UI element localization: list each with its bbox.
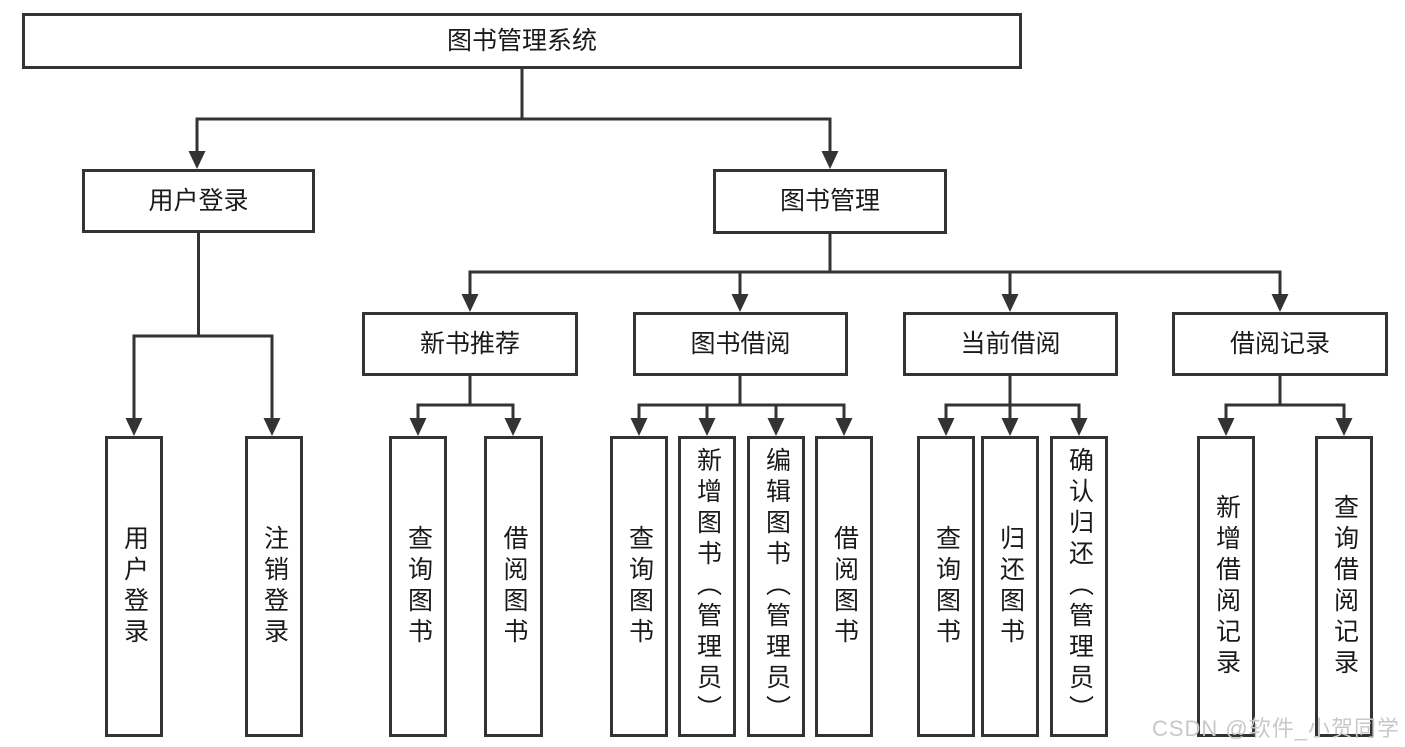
leaf-query-books-current: 查询图书 xyxy=(917,436,975,737)
arrowhead-down-icon xyxy=(767,418,785,436)
arrowhead-down-icon xyxy=(125,418,143,436)
node-book-borrow: 图书借阅 xyxy=(633,312,848,376)
leaf-logout: 注销登录 xyxy=(245,436,303,737)
leaf-query-borrow-record: 查询借阅记录 xyxy=(1315,436,1373,737)
connector-book-management-split xyxy=(468,234,1282,295)
arrowhead-down-icon xyxy=(1001,418,1019,436)
leaf-query-books-borrow: 查询图书 xyxy=(610,436,668,737)
arrowhead-down-icon xyxy=(1217,418,1235,436)
connector-book-borrow-split xyxy=(637,376,846,419)
arrowhead-down-icon xyxy=(504,418,522,436)
arrowhead-down-icon xyxy=(937,418,955,436)
leaf-add-book-admin: 新增图书（管理员） xyxy=(678,436,736,737)
node-new-book-recommend: 新书推荐 xyxy=(362,312,578,376)
leaf-user-login: 用户登录 xyxy=(105,436,163,737)
arrowhead-down-icon xyxy=(1001,294,1019,312)
leaf-return-books: 归还图书 xyxy=(981,436,1039,737)
arrowhead-down-icon xyxy=(188,151,206,169)
arrowhead-down-icon xyxy=(461,294,479,312)
arrowhead-down-icon xyxy=(1070,418,1088,436)
connector-root-split xyxy=(195,69,832,152)
connector-current-borrow-split xyxy=(944,376,1081,419)
arrowhead-down-icon xyxy=(731,294,749,312)
node-borrow-record: 借阅记录 xyxy=(1172,312,1388,376)
node-user-login: 用户登录 xyxy=(82,169,315,233)
leaf-confirm-return-admin: 确认归还（管理员） xyxy=(1050,436,1108,737)
connector-new-book-recommend-split xyxy=(416,376,515,419)
arrowhead-down-icon xyxy=(409,418,427,436)
node-library-management-system: 图书管理系统 xyxy=(22,13,1022,69)
arrowhead-down-icon xyxy=(1271,294,1289,312)
leaf-borrow-books: 借阅图书 xyxy=(815,436,873,737)
arrowhead-down-icon xyxy=(698,418,716,436)
leaf-borrow-books-recommend: 借阅图书 xyxy=(484,436,543,737)
connector-user-login-split xyxy=(132,233,274,419)
leaf-query-books-recommend: 查询图书 xyxy=(389,436,447,737)
arrowhead-down-icon xyxy=(835,418,853,436)
arrowhead-down-icon xyxy=(263,418,281,436)
watermark: CSDN @软件_小贺同学 xyxy=(1151,716,1400,741)
leaf-edit-book-admin: 编辑图书（管理员） xyxy=(747,436,805,737)
arrowhead-down-icon xyxy=(821,151,839,169)
node-current-borrow: 当前借阅 xyxy=(903,312,1118,376)
arrowhead-down-icon xyxy=(1335,418,1353,436)
connector-borrow-record-split xyxy=(1224,376,1346,419)
leaf-add-borrow-record: 新增借阅记录 xyxy=(1197,436,1255,737)
node-book-management: 图书管理 xyxy=(713,169,947,234)
arrowhead-down-icon xyxy=(630,418,648,436)
